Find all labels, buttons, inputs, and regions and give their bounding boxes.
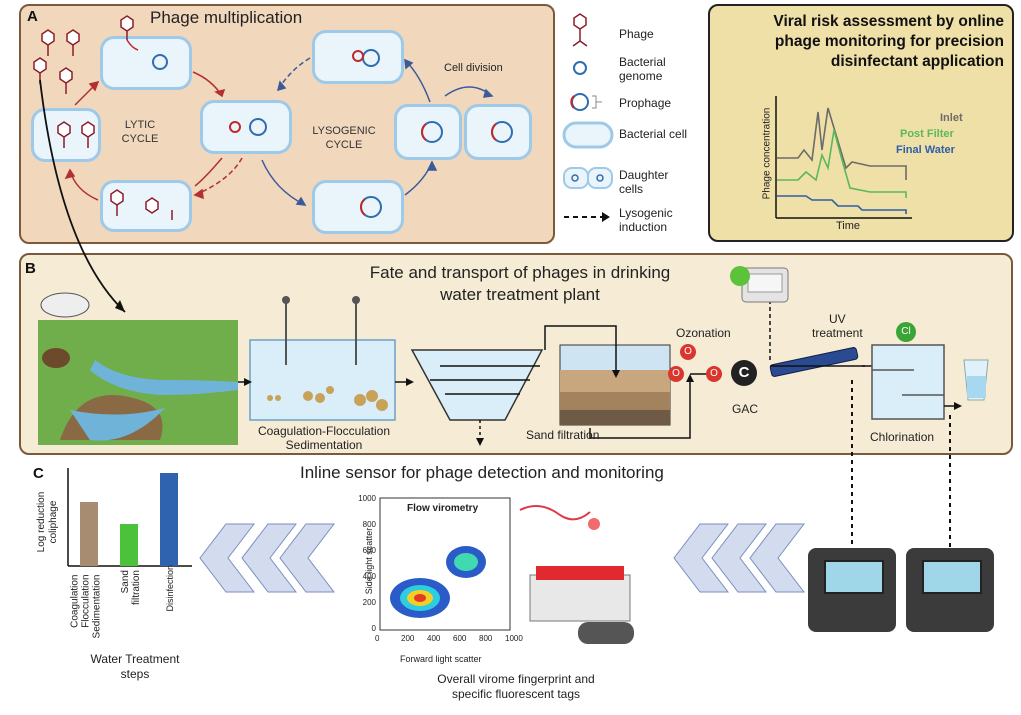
virome-fingerprint-label: Overall virome fingerprint and specific … xyxy=(396,672,636,702)
risk-title-line2: phage monitoring for precision xyxy=(774,33,1004,50)
legend-daughter-line2: cells xyxy=(619,182,644,196)
legend-bacterial-genome: Bacterial genome xyxy=(619,55,666,83)
flow-y-tick: 800 xyxy=(362,520,376,529)
steps-label-line2: steps xyxy=(120,667,150,681)
risk-line-chart xyxy=(775,96,912,219)
sensor-2-screen xyxy=(922,560,982,594)
lysogenic-label-line1: LYSOGENIC xyxy=(312,125,376,137)
sand-filtration-label: Sand filtration xyxy=(526,428,600,442)
flow-x-tick: 1000 xyxy=(505,634,523,643)
bacterial-cell-lysogenic-top xyxy=(312,30,404,84)
inline-sensor-device-1 xyxy=(808,548,896,632)
flow-y-tick: 600 xyxy=(362,546,376,555)
bar-sand-filtration xyxy=(120,524,138,566)
fingerprint-line2: specific fluorescent tags xyxy=(451,687,581,701)
panel-b-title: Fate and transport of phages in drinking… xyxy=(320,262,720,306)
lysogenic-cycle-label: LYSOGENIC CYCLE xyxy=(304,124,384,152)
gac-label: GAC xyxy=(732,402,759,416)
uv-label-line2: treatment xyxy=(812,326,863,340)
flow-x-tick: 200 xyxy=(401,634,415,643)
flow-x-tick: 0 xyxy=(375,634,380,643)
flow-x-tick: 800 xyxy=(479,634,493,643)
series-inlet-line xyxy=(777,107,907,180)
panel-b-letter: B xyxy=(25,260,36,277)
cell-division-label: Cell division xyxy=(444,62,503,74)
risk-title: Viral risk assessment by online phage mo… xyxy=(712,12,1004,72)
panel-a-title: Phage multiplication xyxy=(150,8,303,27)
panel-b-title-line1: Fate and transport of phages in drinking xyxy=(369,263,671,282)
bar-coagulation xyxy=(80,502,98,566)
ozone-molecule-2: O xyxy=(668,366,684,382)
coagulation-label-line1: Coagulation-Flocculation xyxy=(257,424,391,438)
risk-series-post-filter-label: Post Filter xyxy=(900,128,954,140)
risk-xlabel: Time xyxy=(836,220,861,232)
lytic-label-line1: LYTIC xyxy=(124,119,156,131)
bacterial-cell-center xyxy=(200,100,292,154)
coagulation-label: Coagulation-Flocculation Sedimentation xyxy=(246,424,402,452)
sensor-1-screen xyxy=(824,560,884,594)
flow-virometry-scatter xyxy=(379,497,634,644)
coagulation-label-line2: Sedimentation xyxy=(285,438,363,452)
ozone-molecule-1: O xyxy=(680,344,696,360)
water-treatment-steps-label: Water Treatment steps xyxy=(70,652,200,682)
legend-phage: Phage xyxy=(619,27,654,41)
flow-virometry-title: Flow virometry xyxy=(407,503,479,514)
daughter-cell-left xyxy=(394,104,462,160)
inline-sensor-device-2 xyxy=(906,548,994,632)
panel-viral-risk xyxy=(708,4,1014,242)
risk-series-final-label: Final Water xyxy=(896,144,955,156)
legend-lysogenic-induction: Lysogenic induction xyxy=(619,206,673,234)
flow-xlabel: Forward light scatter xyxy=(400,654,482,664)
bacterial-cell-top xyxy=(100,36,192,90)
flow-y-tick: 400 xyxy=(362,572,376,581)
lytic-cycle-label: LYTIC CYCLE xyxy=(110,118,170,146)
risk-title-line1: Viral risk assessment by online xyxy=(773,13,1004,30)
flow-x-tick: 400 xyxy=(427,634,441,643)
lytic-label-line2: CYCLE xyxy=(121,133,159,145)
steps-label-line1: Water Treatment xyxy=(90,652,180,666)
legend-induction-line2: induction xyxy=(619,220,668,234)
treatment-plant-drawing xyxy=(38,79,989,556)
panel-c-title: Inline sensor for phage detection and mo… xyxy=(300,463,664,482)
uv-label-line1: UV xyxy=(829,312,846,326)
flow-ylabel: Side light scatter xyxy=(364,527,374,595)
legend-daughter-cells: Daughter cells xyxy=(619,168,668,196)
gac-carbon-icon: C xyxy=(731,360,757,386)
chlorine-icon: Cl xyxy=(896,322,916,342)
uv-treatment-label: UV treatment xyxy=(812,312,863,340)
bacterial-cell-lysogenic-bottom xyxy=(312,180,404,234)
phage-cycle-drawing xyxy=(33,15,513,220)
legend-genome-line1: Bacterial xyxy=(619,55,666,69)
risk-series-inlet-label: Inlet xyxy=(940,112,963,124)
lysogenic-label-line2: CYCLE xyxy=(325,139,363,151)
panel-b-title-line2: water treatment plant xyxy=(440,285,600,304)
legend-icons xyxy=(562,13,614,222)
fingerprint-line1: Overall virome fingerprint and xyxy=(437,672,595,686)
series-post-filter-line xyxy=(777,129,907,198)
chlorination-label: Chlorination xyxy=(870,430,935,444)
ozonation-label: Ozonation xyxy=(676,326,731,340)
panel-c-letter: C xyxy=(33,465,44,482)
ozone-molecule-3: O xyxy=(706,366,722,382)
daughter-cell-right xyxy=(464,104,532,160)
flow-y-tick: 1000 xyxy=(358,494,376,503)
series-final-water-line xyxy=(777,195,907,214)
panel-a-letter: A xyxy=(27,8,38,25)
legend-bacterial-cell: Bacterial cell xyxy=(619,127,688,141)
bar-disinfection xyxy=(160,473,178,566)
legend-genome-line2: genome xyxy=(619,69,663,83)
flow-x-tick: 600 xyxy=(453,634,467,643)
legend-daughter-line1: Daughter xyxy=(619,168,669,182)
legend-induction-line1: Lysogenic xyxy=(619,206,673,220)
log-reduction-bar-chart xyxy=(67,468,192,567)
flow-y-tick: 0 xyxy=(371,624,376,633)
flow-y-tick: 200 xyxy=(362,598,376,607)
risk-title-line3: disinfectant application xyxy=(830,53,1004,70)
legend-prophage: Prophage xyxy=(619,96,672,110)
